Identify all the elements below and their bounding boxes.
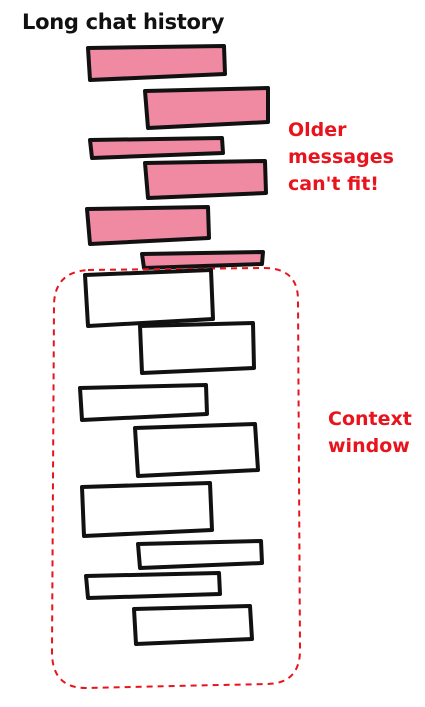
message-bubble [83,268,215,328]
older-messages-line: can't fit! [288,173,379,195]
context-window-line: Context [328,408,412,430]
older-messages-note: Older messages can't fit! [288,117,394,198]
older-messages-line: messages [288,146,394,168]
overflow-message-bubble [140,250,265,270]
overflow-message-bubble [143,86,270,130]
context-window-note: Context window [328,406,412,460]
context-window-messages [78,268,264,646]
overflow-message-bubble [143,159,268,200]
message-bubble [78,383,209,422]
context-window-outline [50,266,302,690]
message-bubble [138,321,256,375]
overflow-message-bubble [88,136,225,160]
overflow-message-bubble [86,44,227,82]
message-bubble [84,571,222,600]
message-bubble [80,481,214,538]
context-window-line: window [328,435,410,457]
older-messages-line: Older [288,119,347,141]
message-bubble [136,539,264,570]
overflow-messages [85,44,270,270]
diagram-title: Long chat history [22,10,225,34]
message-bubble [132,604,254,646]
overflow-message-bubble [85,205,211,246]
message-bubble [133,422,260,478]
